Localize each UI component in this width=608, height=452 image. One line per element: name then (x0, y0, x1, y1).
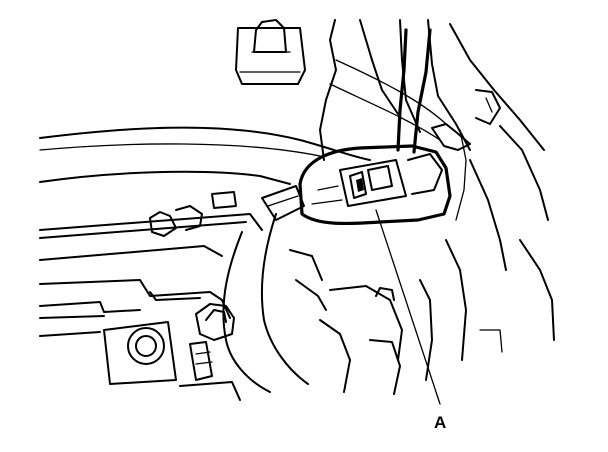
callout-label-a: A (434, 413, 446, 432)
lower-manifold (39, 279, 231, 337)
upper-bracket-nut (235, 19, 306, 85)
central-hose (222, 185, 309, 393)
wire-harness (329, 28, 471, 221)
fuel-rail (39, 191, 263, 261)
lower-right-parts (289, 239, 503, 395)
connector-a (298, 144, 452, 226)
bottom-bolt-assembly (103, 303, 241, 401)
upper-pipe (39, 126, 371, 185)
upper-right-housing (319, 19, 555, 341)
callout-leader (375, 209, 441, 405)
